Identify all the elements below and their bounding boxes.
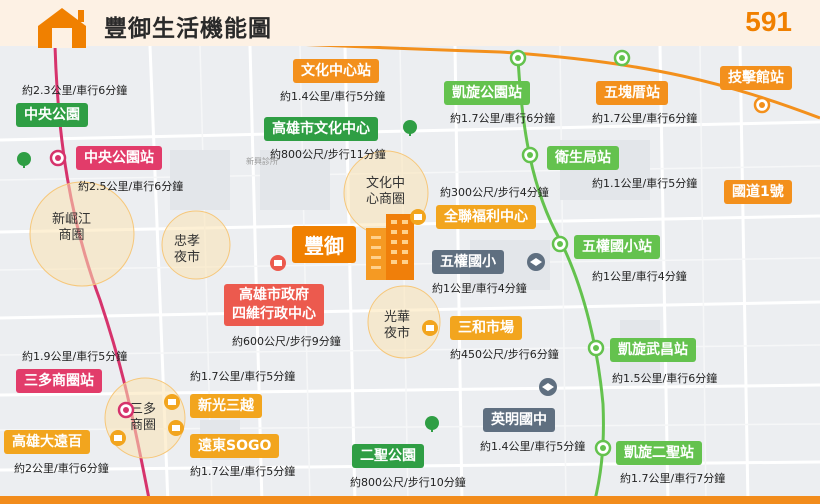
label-shin-kong[interactable]: 新光三越 [190,394,262,418]
dist-ersheng-park: 約800公尺/步行10分鐘 [350,476,466,489]
shop-pin-icon [110,430,126,446]
bottom-accent-bar [0,496,820,504]
dist-wenhua-station: 約1.4公里/車行5分鐘 [280,90,386,103]
dist-fe-sogo: 約1.7公里/車行5分鐘 [190,465,296,478]
label-kaixuan-wuchang-station[interactable]: 凱旋武昌站 [610,338,696,362]
brand-logo: 591 [745,6,792,37]
label-kaohsiung-fe[interactable]: 高雄大遠百 [4,430,90,454]
tree-icon [17,152,31,168]
dist-sanduo-station: 約1.9公里/車行5分鐘 [22,350,128,363]
school-icon [527,253,545,271]
dist-kaohsiung-fe: 約2公里/車行6分鐘 [14,462,109,475]
dist-wukuaicuo: 約1.7公里/車行6分鐘 [592,112,698,125]
label-wukuaicuo-station[interactable]: 五塊厝站 [596,81,668,105]
label-kaixuan-ersheng-station[interactable]: 凱旋二聖站 [616,441,702,465]
house-logo-icon [38,8,86,48]
dist-wuquan-elem-station: 約1公里/車行4分鐘 [592,270,687,283]
label-quanlian[interactable]: 全聯福利中心 [436,205,536,229]
metro-station-icon[interactable] [613,49,631,67]
metro-station-icon[interactable] [753,96,771,114]
shop-pin-icon [410,209,426,225]
label-sanhe-market[interactable]: 三和市場 [450,316,522,340]
metro-station-icon[interactable] [117,401,135,419]
label-jiji-hall-station[interactable]: 技擊館站 [720,66,792,90]
shop-pin-icon [422,320,438,336]
tree-icon [403,120,417,136]
faint-clinic-text: 新興診所 [246,157,278,166]
dist-central-park-station: 約2.5公里/車行6分鐘 [78,180,184,193]
metro-station-icon[interactable] [551,235,569,253]
metro-station-icon[interactable] [587,339,605,357]
header-bar: 豐御生活機能圖 591 [0,0,820,48]
area-zhongxiao: 忠孝 夜市 [174,234,201,265]
dist-quanlian: 約300公尺/步行4分鐘 [440,186,549,199]
label-culture-center[interactable]: 高雄市文化中心 [264,117,378,141]
area-circles [29,150,441,459]
dist-shin-kong: 約1.7公里/車行5分鐘 [190,370,296,383]
landmark-pin-icon [270,255,286,271]
dist-city-gov: 約600公尺/步行9分鐘 [232,335,341,348]
dist-sanhe: 約450公尺/步行6分鐘 [450,348,559,361]
label-national-hwy[interactable]: 國道1號 [724,180,792,204]
school-icon [539,378,557,396]
dist-kaixuan-ersheng: 約1.7公里/車行7分鐘 [620,472,726,485]
dist-yingming: 約1.4公里/車行5分鐘 [480,440,586,453]
label-yingming-junior[interactable]: 英明國中 [483,408,555,432]
label-central-park-station[interactable]: 中央公園站 [76,146,162,170]
page-title: 豐御生活機能圖 [104,16,272,42]
label-wuquan-elementary[interactable]: 五權國小 [432,250,504,274]
metro-station-icon[interactable] [49,149,67,167]
label-fe-sogo[interactable]: 遠東SOGO [190,434,280,458]
metro-station-icon[interactable] [521,146,539,164]
dist-kaixuan-park: 約1.7公里/車行6分鐘 [450,112,556,125]
area-xinjuejiang: 新崛江 商圈 [52,212,92,243]
dist-central-park: 約2.3公里/車行6分鐘 [22,84,128,97]
area-sanduo: 三多 商圈 [130,402,157,433]
label-ersheng-park[interactable]: 二聖公園 [352,444,424,468]
label-wenhua-station[interactable]: 文化中心站 [293,59,379,83]
dist-kaixuan-wuchang: 約1.5公里/車行6分鐘 [612,372,718,385]
metro-station-icon[interactable] [509,49,527,67]
tree-icon [425,416,439,432]
label-sanduo-station[interactable]: 三多商圈站 [16,369,102,393]
metro-station-icon[interactable] [594,439,612,457]
label-central-park[interactable]: 中央公園 [16,103,88,127]
dist-wuquan-elementary: 約1公里/車行4分鐘 [432,282,527,295]
shop-pin-icon [168,420,184,436]
dist-weisheng: 約1.1公里/車行5分鐘 [592,177,698,190]
area-guanghua: 光華 夜市 [384,310,411,341]
area-wenhua-center: 文化中 心商圈 [366,176,406,207]
label-wuquan-elem-station[interactable]: 五權國小站 [574,235,660,259]
label-weisheng-station[interactable]: 衛生局站 [547,146,619,170]
shop-pin-icon [164,394,180,410]
label-kaixuan-park-station[interactable]: 凱旋公園站 [444,81,530,105]
label-city-gov[interactable]: 高雄市政府 四維行政中心 [224,284,324,326]
main-poi-label[interactable]: 豐御 [292,226,356,263]
building-icon [366,214,414,280]
dist-culture-center: 約800公尺/步行11分鐘 [270,148,386,161]
